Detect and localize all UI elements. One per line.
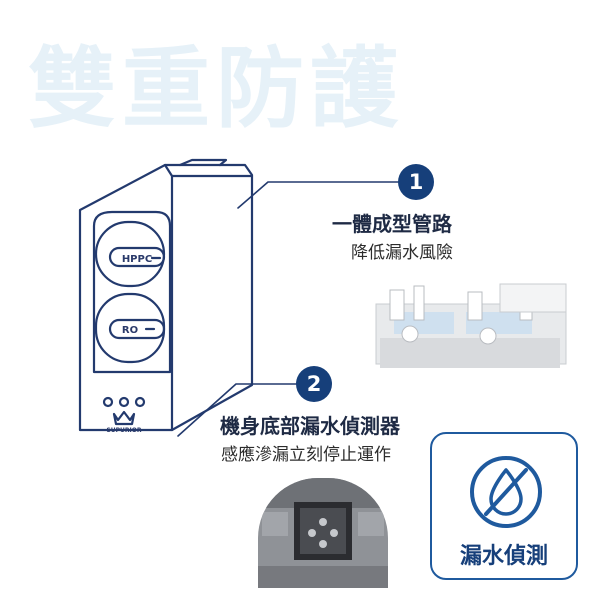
filter-top-label: HPPC bbox=[122, 254, 152, 265]
hero-title: 雙重防護 bbox=[28, 37, 405, 140]
feature-1-badge: 1 bbox=[398, 164, 434, 200]
feature-2-title: 機身底部漏水偵測器 bbox=[220, 414, 400, 438]
feature-2-description: 感應滲漏立刻停止運作 bbox=[221, 445, 391, 465]
filter-bottom-label: RO bbox=[122, 325, 138, 336]
leak-sensor-photo bbox=[258, 478, 388, 588]
leak-detection-card: 漏水偵測 bbox=[430, 432, 578, 580]
feature-1-description: 降低漏水風險 bbox=[351, 243, 453, 263]
brand-logo-text: SUPURIOR bbox=[106, 427, 141, 434]
feature-2-badge: 2 bbox=[296, 366, 332, 402]
no-water-drop-icon bbox=[470, 456, 542, 528]
pipe-photo bbox=[370, 276, 570, 386]
leak-detection-label: 漏水偵測 bbox=[459, 544, 548, 569]
feature-1-title: 一體成型管路 bbox=[332, 212, 452, 236]
